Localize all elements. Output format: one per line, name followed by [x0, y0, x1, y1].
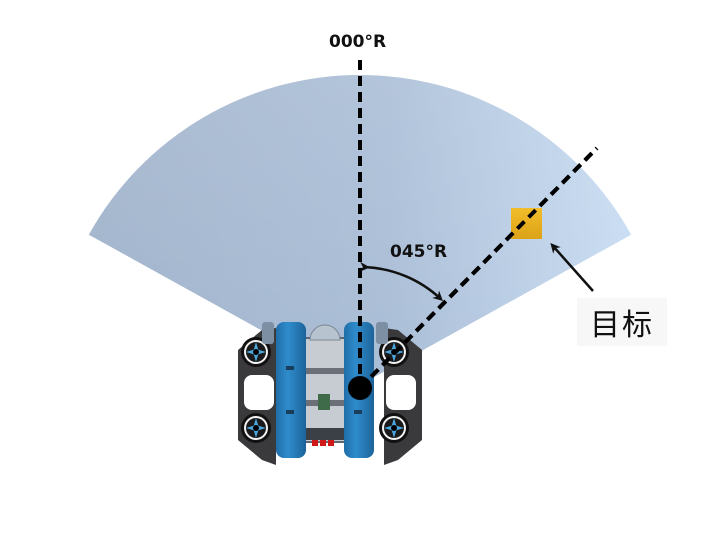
bearing-line-over-target	[358, 146, 599, 390]
rov-vertical-thruster	[262, 322, 274, 344]
rov-electronics-housing	[303, 337, 347, 443]
rov-pod-latch	[286, 410, 294, 414]
thruster-icon	[379, 413, 409, 443]
sonar-fan-shade	[88, 75, 632, 385]
rov-housing-band	[306, 368, 344, 374]
rov-pod-latch	[286, 366, 294, 370]
target-label-box: 目标	[577, 298, 667, 346]
rov-left-frame-cutout	[244, 375, 274, 410]
rov-vertical-thruster	[376, 322, 388, 344]
angle-arc-arrow	[359, 261, 443, 302]
rov-left-buoyancy-pod	[276, 322, 306, 458]
thruster-icon	[241, 413, 271, 443]
bearing-angle-label: 045°R	[390, 242, 448, 262]
rov-camera-dome	[309, 324, 341, 341]
rov-right-frame-cutout	[386, 375, 416, 410]
rov-connector	[320, 440, 326, 446]
rov-pod-latch	[354, 410, 362, 414]
target-marker	[511, 208, 542, 239]
rov-connector	[328, 440, 334, 446]
heading-label: 000°R	[329, 32, 387, 52]
rov-bottom-plate	[306, 428, 346, 440]
rov-vehicle	[238, 322, 422, 465]
rov-connector	[312, 440, 318, 446]
rov-circuit	[318, 394, 330, 410]
target-pointer-arrow	[550, 243, 594, 292]
thruster-icon	[241, 337, 271, 367]
target-label: 目标	[590, 308, 654, 343]
sonar-head	[348, 376, 372, 400]
